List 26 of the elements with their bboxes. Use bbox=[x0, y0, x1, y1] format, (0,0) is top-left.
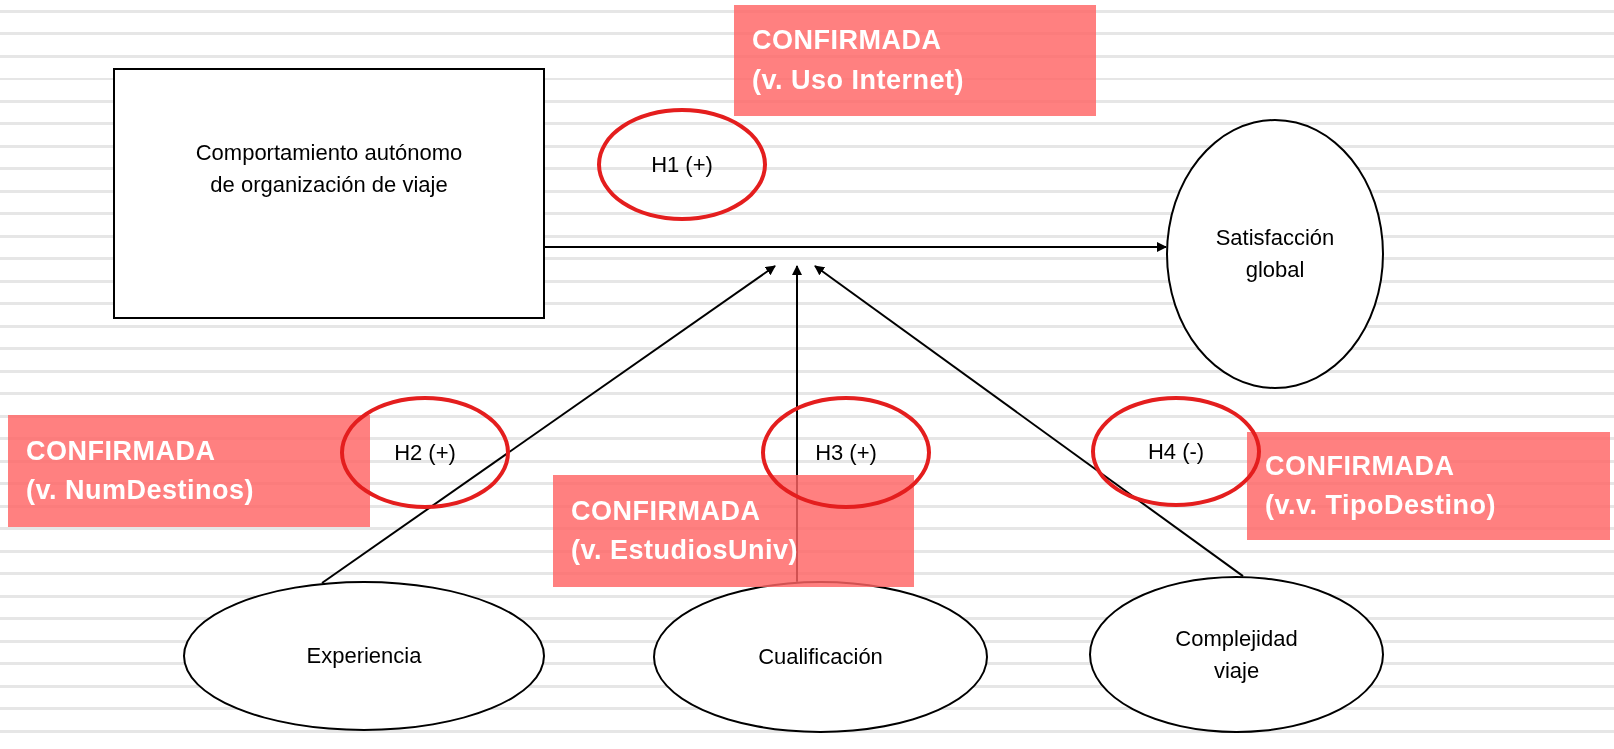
result-label: CONFIRMADA bbox=[571, 494, 761, 528]
hypothesis-label: H1 (+) bbox=[651, 150, 713, 179]
hypothesis-circle bbox=[340, 396, 510, 509]
result-box bbox=[1247, 432, 1610, 540]
hypothesis-label: H4 (-) bbox=[1147, 437, 1205, 466]
result-box bbox=[8, 415, 370, 527]
result-label: CONFIRMADA bbox=[752, 24, 942, 58]
hypothesis-label: H3 (+) bbox=[815, 438, 877, 467]
result-label: CONFIRMADA bbox=[26, 434, 216, 468]
variable-label: (v. EstudiosUniv) bbox=[571, 534, 799, 567]
variable-label: (v. NumDestinos) bbox=[26, 474, 255, 507]
hypothesis-label: H2 (+) bbox=[394, 438, 456, 467]
result-label: CONFIRMADA bbox=[1265, 449, 1455, 483]
variable-label: (v. Uso Internet) bbox=[752, 63, 964, 97]
result-box bbox=[553, 475, 914, 587]
construct-box bbox=[113, 68, 545, 319]
construct-label: Cualificación bbox=[758, 643, 883, 672]
hypothesis-circle bbox=[597, 108, 767, 221]
result-box bbox=[734, 5, 1096, 116]
construct-label: Complejidad viaje bbox=[1174, 624, 1299, 685]
construct-label: Experiencia bbox=[306, 642, 422, 671]
arrow bbox=[544, 242, 1167, 252]
construct-label: Satisfacción global bbox=[1214, 224, 1336, 284]
variable-label: (v.v. TipoDestino) bbox=[1265, 489, 1496, 522]
construct-label: Comportamiento autónomo de organización de viaje bbox=[194, 138, 464, 199]
arrow bbox=[814, 265, 1244, 578]
